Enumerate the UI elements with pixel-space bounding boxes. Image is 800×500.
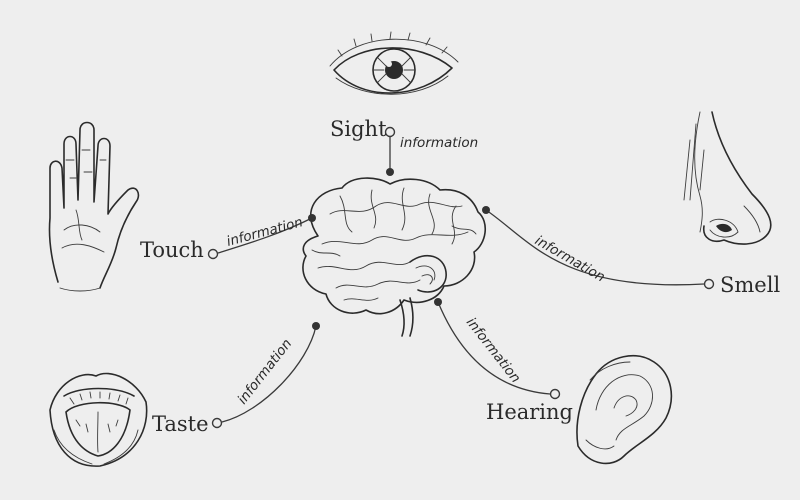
brain-endpoint-hearing: [434, 298, 442, 306]
sense-endpoint-smell: [703, 278, 715, 290]
sense-endpoint-taste: [211, 417, 223, 429]
brain-endpoint-touch: [308, 214, 316, 222]
sense-endpoint-sight: [384, 126, 396, 138]
connector-touch: [207, 214, 316, 260]
brain-illustration: [302, 177, 486, 337]
sense-label-smell: Smell: [720, 273, 780, 297]
connector-label-sight: information: [400, 135, 478, 151]
eye-illustration: [329, 31, 459, 95]
hand-illustration: [48, 121, 140, 292]
brain-endpoint-sight: [386, 168, 394, 176]
nose-illustration: [683, 111, 772, 245]
brain-endpoint-taste: [312, 322, 320, 330]
sense-endpoint-hearing: [549, 388, 561, 400]
sense-label-hearing: Hearing: [486, 400, 573, 424]
connector-label-smell: information: [532, 233, 608, 286]
connector-hearing: [434, 298, 561, 400]
connector-sight: [384, 126, 396, 176]
connector-smell: [482, 206, 715, 290]
connector-taste: [211, 322, 320, 429]
sense-label-touch: Touch: [140, 238, 204, 262]
sense-label-sight: Sight: [330, 117, 387, 141]
connector-label-taste: information: [235, 336, 296, 407]
connector-label-touch: information: [225, 214, 305, 250]
sense-label-taste: Taste: [152, 412, 209, 436]
sense-endpoint-touch: [207, 248, 219, 260]
ear-illustration: [576, 354, 673, 465]
mouth-illustration: [49, 372, 148, 467]
brain-endpoint-smell: [482, 206, 490, 214]
